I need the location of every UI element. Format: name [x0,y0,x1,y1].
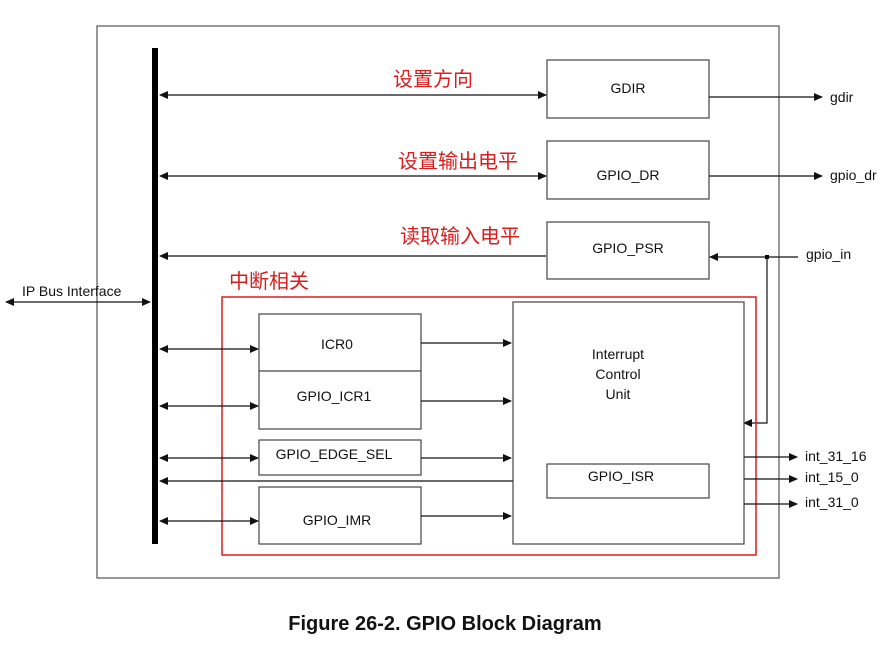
gpio-isr-register-label: GPIO_ISR [588,468,654,484]
gdir-register-label: GDIR [611,80,646,96]
gpio-imr-register-box [258,486,422,545]
gpio-dr-signal-label: gpio_dr [830,167,877,183]
int-31-16-signal-label: int_31_16 [805,448,867,464]
icu-label-line1: Interrupt [592,346,644,362]
gdir-register-box [546,59,710,119]
set-output-level-annotation: 设置输出电平 [398,149,518,173]
icr0-register-label: ICR0 [321,336,353,352]
int-31-0-signal-label: int_31_0 [805,494,859,510]
gdir-signal-label: gdir [830,89,854,105]
icu-label-line2: Control [595,366,640,382]
int-15-0-signal-label: int_15_0 [805,469,859,485]
figure-caption: Figure 26-2. GPIO Block Diagram [288,613,601,635]
interrupt-control-unit-box [512,301,745,545]
read-input-level-annotation: 读取输入电平 [400,224,520,248]
gpio-psr-register-box [546,221,710,280]
gpio-psr-register-label: GPIO_PSR [592,240,664,256]
ip-bus-bar [152,48,158,544]
gpio-edge-sel-register-box [258,439,422,476]
gpio-icr1-register-label: GPIO_ICR1 [297,388,372,404]
gpio-dr-register-box [546,140,710,200]
interrupt-group-label: 中断相关 [229,269,309,293]
interrupt-group-frame [221,296,757,556]
gpio-isr-register-box [546,463,710,499]
gpio-in-to-icu-arrow [743,257,768,427]
icu-label-line3: Unit [606,386,631,402]
set-direction-annotation: 设置方向 [393,67,473,91]
gpio-in-signal-label: gpio_in [806,246,851,262]
gpio-edge-sel-register-label: GPIO_EDGE_SEL [276,446,393,462]
ip-bus-interface-label: IP Bus Interface [22,283,122,299]
gpio-imr-register-label: GPIO_IMR [303,512,371,528]
gpio-dr-register-label: GPIO_DR [596,167,659,183]
